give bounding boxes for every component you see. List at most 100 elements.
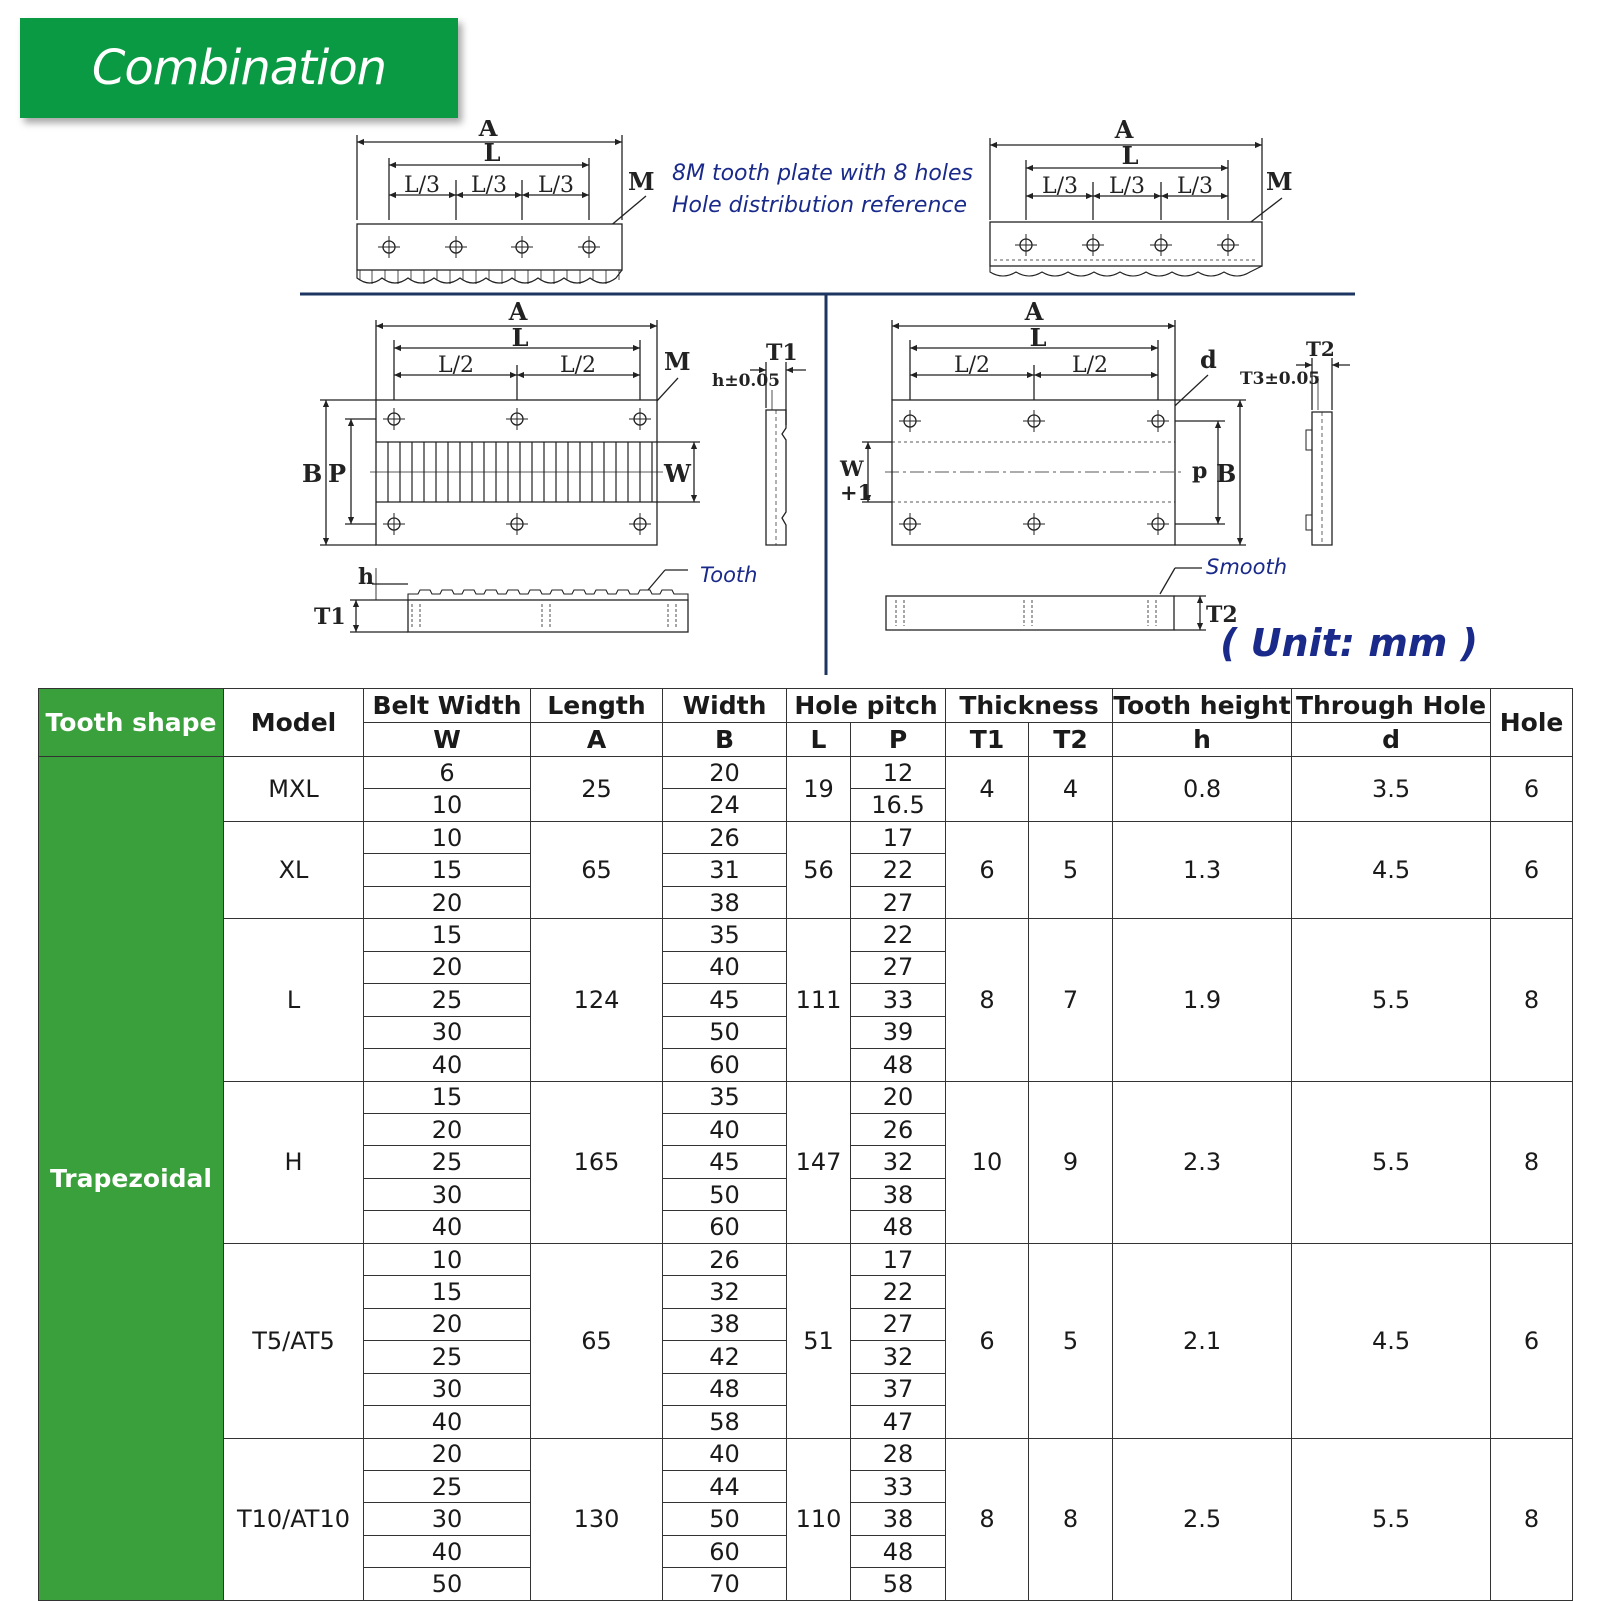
thickness-t1-cell: 6 [945,820,1030,920]
model-cell: L [223,918,364,1082]
hole-count-cell: 6 [1490,820,1574,920]
header-t2: T2 [1028,722,1114,757]
svg-text:M: M [1266,167,1293,196]
model-cell: T5/AT5 [223,1242,364,1439]
unit-label: ( Unit: mm ) [1220,621,1478,665]
through-hole-cell: 4.5 [1291,820,1492,920]
svg-text:L/2: L/2 [560,353,596,378]
through-hole-cell: 5.5 [1291,1080,1492,1244]
through-hole-cell: 3.5 [1291,756,1492,822]
svg-text:T3±0.05: T3±0.05 [1240,369,1320,389]
svg-text:T1: T1 [766,340,798,366]
svg-text:L: L [512,323,529,352]
width-cell: 26 [662,1242,787,1277]
svg-text:L/2: L/2 [438,353,474,378]
hole-pitch-p-cell: 48 [849,1534,947,1569]
hole-pitch-p-cell: 17 [849,820,947,855]
width-cell: 48 [662,1372,787,1407]
table-row: 25 45 32 [39,1145,1573,1179]
svg-text:T2: T2 [1306,337,1335,361]
plate-a-drawing: A L L/2 L/2 M [302,297,806,633]
header-l: L [786,722,851,757]
svg-text:W: W [663,459,692,488]
top-left-drawing: A L L/3 L/3 L/3 M [356,120,655,284]
tooth-height-cell: 2.3 [1112,1080,1293,1244]
thickness-t2-cell: 7 [1028,918,1114,1082]
technical-drawings: A L L/3 L/3 L/3 M [0,120,1600,680]
thickness-t2-cell: 9 [1028,1080,1114,1244]
hole-pitch-p-cell: 32 [849,1145,947,1179]
width-cell: 60 [662,1534,787,1569]
svg-text:L: L [1030,323,1047,352]
belt-width-cell: 30 [363,1177,531,1212]
svg-text:+1: +1 [840,480,872,505]
belt-width-cell: 15 [363,1275,531,1309]
belt-width-cell: 25 [363,1469,531,1504]
svg-text:L/3: L/3 [471,173,507,198]
header-d: d [1291,722,1492,757]
hole-note-line2: Hole distribution reference [672,193,967,218]
header-b: B [662,722,787,757]
belt-width-cell: 30 [363,1502,531,1536]
hole-pitch-l-cell: 147 [786,1080,851,1244]
thickness-t1-cell: 4 [945,756,1030,822]
belt-width-cell: 20 [363,1112,531,1147]
hole-pitch-p-cell: 38 [849,1502,947,1536]
width-cell: 58 [662,1405,787,1439]
hole-count-cell: 6 [1490,756,1574,822]
width-cell: 40 [662,1112,787,1147]
width-cell: 60 [662,1210,787,1244]
svg-text:L/2: L/2 [1072,353,1108,378]
width-cell: 45 [662,1145,787,1179]
through-hole-cell: 5.5 [1291,1437,1492,1601]
svg-text:P: P [328,459,346,488]
belt-width-cell: 10 [363,788,531,822]
length-cell: 65 [530,1242,663,1439]
svg-text:A: A [508,297,528,326]
header-tooth-shape: Tooth shape [38,688,224,757]
svg-text:p: p [1192,458,1207,484]
svg-text:M: M [664,347,691,376]
belt-width-cell: 20 [363,1437,531,1471]
tooth-height-cell: 1.3 [1112,820,1293,920]
hole-pitch-l-cell: 110 [786,1437,851,1601]
header-t1: T1 [945,722,1030,757]
svg-text:L/3: L/3 [1177,174,1213,199]
tooth-height-cell: 2.1 [1112,1242,1293,1439]
belt-width-cell: 25 [363,1145,531,1179]
belt-width-cell: 6 [363,755,531,790]
thickness-t2-cell: 4 [1028,756,1114,822]
smooth-label: Smooth [1206,555,1287,579]
page-title: Combination (A+B) [20,18,458,196]
hole-count-cell: 8 [1490,1080,1574,1244]
header-hole: Hole [1490,688,1574,757]
model-cell: XL [223,820,364,920]
through-hole-cell: 5.5 [1291,918,1492,1082]
width-cell: 40 [662,1437,787,1471]
hole-pitch-p-cell: 39 [849,1015,947,1050]
svg-text:A: A [1114,120,1134,144]
header-h: h [1112,722,1293,757]
svg-text:T2: T2 [1206,602,1238,628]
belt-width-cell: 10 [363,820,531,855]
thickness-t2-cell: 5 [1028,1242,1114,1439]
dim-l-label: L [484,138,501,167]
thickness-t1-cell: 8 [945,1437,1030,1601]
svg-text:L/2: L/2 [954,353,990,378]
width-cell: 35 [662,918,787,952]
width-cell: 50 [662,1015,787,1050]
thickness-t1-cell: 10 [945,1080,1030,1244]
hole-count-cell: 8 [1490,1437,1574,1601]
width-cell: 40 [662,950,787,985]
hole-pitch-p-cell: 58 [849,1567,947,1601]
length-cell: 124 [530,918,663,1082]
